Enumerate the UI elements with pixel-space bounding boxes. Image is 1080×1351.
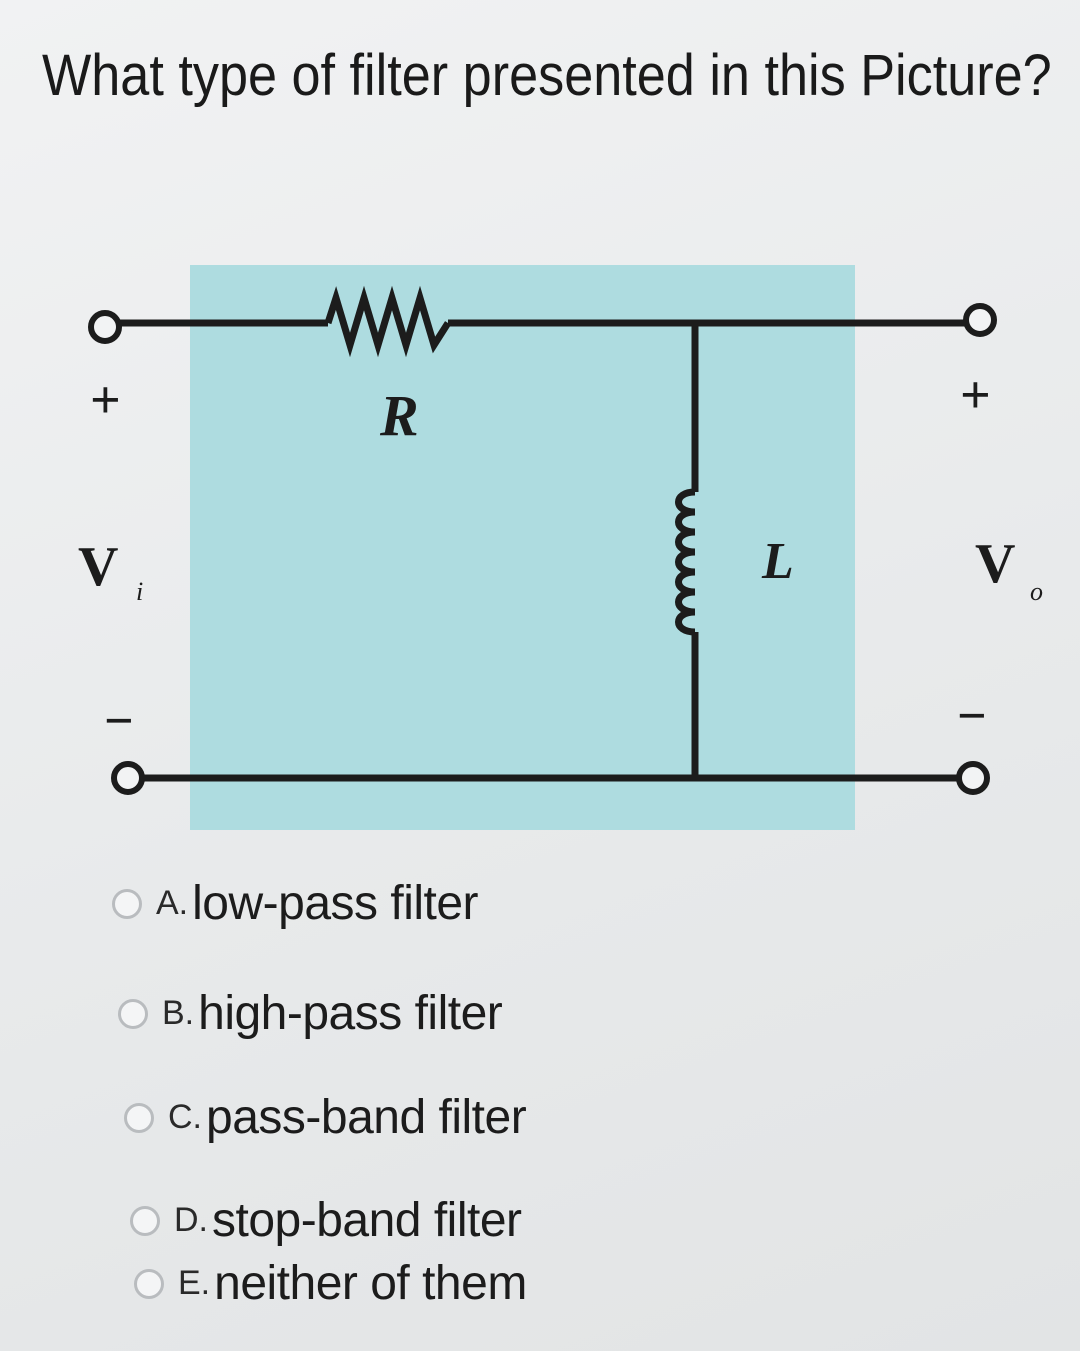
input-minus-sign: − bbox=[104, 693, 134, 750]
output-voltage-subscript: o bbox=[1030, 577, 1043, 606]
option-b-label: high-pass filter bbox=[198, 987, 503, 1040]
inductor-symbol bbox=[675, 488, 696, 636]
option-b[interactable]: B. high-pass filter bbox=[118, 986, 503, 1041]
input-voltage-subscript: i bbox=[136, 577, 143, 606]
resistor-symbol bbox=[324, 285, 451, 358]
question-title: What type of filter presented in this Pi… bbox=[42, 43, 1052, 108]
input-bottom-terminal bbox=[111, 761, 145, 795]
option-b-radio[interactable] bbox=[118, 998, 148, 1029]
option-c-label: pass-band filter bbox=[206, 1091, 527, 1144]
option-a[interactable]: A. low-pass filter bbox=[112, 876, 479, 931]
option-c-letter: C. bbox=[168, 1098, 202, 1136]
option-d-label: stop-band filter bbox=[212, 1194, 522, 1247]
output-minus-sign: − bbox=[957, 688, 987, 745]
input-voltage-label: V bbox=[78, 536, 118, 598]
resistor-label: R bbox=[379, 383, 419, 448]
option-d-letter: D. bbox=[174, 1201, 208, 1239]
option-c[interactable]: C. pass-band filter bbox=[124, 1090, 527, 1145]
output-plus-sign: + bbox=[960, 365, 991, 425]
rl-circuit-diagram: R L + V i − + V o − bbox=[78, 265, 1043, 830]
option-e-letter: E. bbox=[178, 1264, 211, 1302]
circuit-highlight-region bbox=[190, 265, 855, 830]
option-c-radio[interactable] bbox=[124, 1102, 154, 1133]
output-top-terminal bbox=[963, 303, 997, 337]
option-a-letter: A. bbox=[156, 884, 189, 922]
input-top-terminal bbox=[88, 310, 122, 344]
inductor-label: L bbox=[761, 533, 794, 590]
input-plus-sign: + bbox=[90, 370, 121, 430]
option-d-radio[interactable] bbox=[130, 1205, 160, 1236]
option-a-radio[interactable] bbox=[112, 888, 142, 919]
option-e-radio[interactable] bbox=[134, 1268, 164, 1299]
output-bottom-terminal bbox=[956, 761, 990, 795]
option-e[interactable]: E. neither of them bbox=[134, 1256, 527, 1311]
option-a-label: low-pass filter bbox=[192, 877, 479, 930]
option-e-label: neither of them bbox=[214, 1257, 527, 1310]
option-b-letter: B. bbox=[162, 994, 195, 1032]
output-voltage-label: V bbox=[975, 533, 1015, 595]
option-d[interactable]: D. stop-band filter bbox=[130, 1193, 522, 1248]
